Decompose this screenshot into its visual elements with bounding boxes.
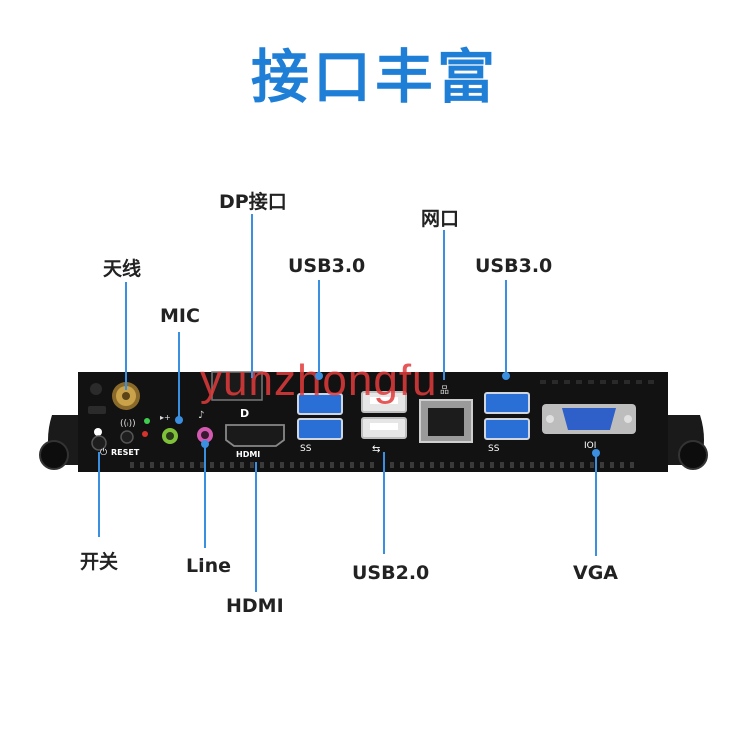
usb3-left-ports: SS (297, 393, 343, 454)
label-usb3-right: USB3.0 (475, 255, 553, 277)
ss-print-left: SS (300, 444, 312, 454)
label-usb3-left: USB3.0 (288, 255, 366, 277)
usb2-ports: ⇆ (361, 391, 407, 455)
svg-text:♪: ♪ (198, 410, 204, 421)
page-title: 接口丰富 (250, 43, 499, 111)
svg-text:⏻: ⏻ (100, 447, 107, 458)
label-line: Line (186, 555, 232, 577)
leader-mic (178, 332, 180, 420)
leader-hdmi (255, 462, 257, 592)
power-button (91, 428, 107, 451)
mic-jack (162, 428, 178, 444)
left-thumbscrew (39, 440, 69, 470)
ss-print-right: SS (488, 444, 500, 454)
vent-top (540, 380, 654, 384)
label-hdmi: HDMI (226, 595, 284, 617)
leader-antenna (125, 282, 127, 390)
reset-print: RESET (111, 448, 140, 457)
hdmi-print: HDMI (236, 450, 260, 459)
usb3-right-ports: SS (484, 392, 530, 454)
label-dp: DP接口 (219, 191, 287, 213)
leader-power (98, 452, 100, 537)
leader-usb3-left (318, 280, 320, 374)
leader-usb3-right (505, 280, 507, 374)
leader-dp (251, 214, 253, 378)
label-lan: 网口 (421, 208, 460, 230)
leader-lan (443, 230, 445, 380)
leader-usb2 (383, 452, 385, 554)
vga-port: IOI (542, 404, 636, 451)
svg-text:⇆: ⇆ (372, 444, 380, 455)
lan-port: 品 (419, 385, 473, 443)
svg-text:品: 品 (440, 385, 449, 396)
svg-text:▸+: ▸+ (160, 413, 171, 422)
svg-text:((ᵢ)): ((ᵢ)) (120, 419, 136, 429)
svg-text:D: D (240, 407, 249, 420)
label-usb2: USB2.0 (352, 562, 430, 584)
vent-bottom (130, 462, 634, 468)
label-mic: MIC (160, 305, 200, 327)
label-antenna: 天线 (103, 258, 142, 280)
dp-port: D (211, 371, 263, 420)
vga-print: IOI (584, 441, 596, 451)
hdmi-port: HDMI (225, 424, 285, 459)
antenna-connector (112, 382, 140, 410)
line-jack (197, 427, 213, 443)
label-vga: VGA (573, 562, 619, 584)
leader-vga (595, 452, 597, 556)
label-power: 开关 (80, 551, 119, 573)
right-thumbscrew (678, 440, 708, 470)
leader-line (204, 443, 206, 548)
